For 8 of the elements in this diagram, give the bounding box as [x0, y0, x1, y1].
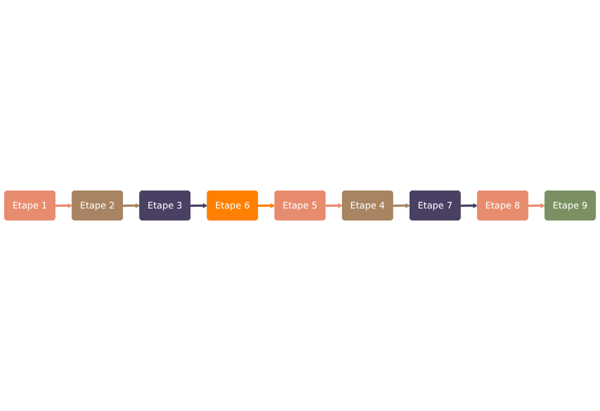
arrow: [528, 203, 546, 208]
arrow: [393, 203, 410, 208]
arrow: [190, 203, 208, 208]
arrow: [460, 203, 478, 208]
arrow: [258, 203, 276, 208]
arrow: [55, 203, 73, 208]
arrow: [122, 203, 140, 208]
arrow: [326, 203, 343, 208]
